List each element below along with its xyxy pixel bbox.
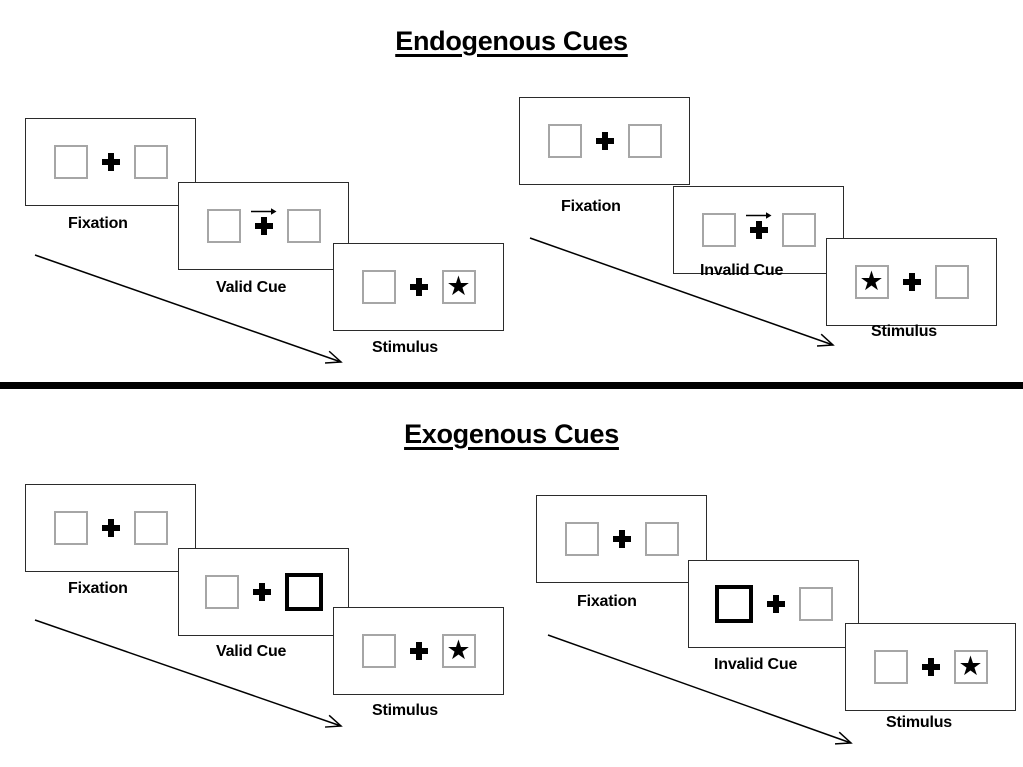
trial-frame-invalid-fixation [519,97,690,185]
star-icon: ★ [859,265,884,296]
stimulus-box-left [361,270,396,304]
frame-label-invalid-fixation: Fixation [577,593,637,610]
stimulus-box-right-cued [284,573,323,611]
frame-label-invalid-invalid-cue: Invalid Cue [700,262,784,279]
fixation-cross-icon [612,530,631,548]
frame-contents [26,485,195,571]
frame-contents: ★ [334,608,503,694]
stimulus-box-right [644,522,679,556]
trial-frame-invalid-invalid-cue [688,560,859,648]
stimulus-box-right [798,587,833,621]
fixation-cross-icon [409,278,428,296]
stimulus-box-left: ★ [854,265,889,299]
frame-contents [26,119,195,205]
frame-contents [520,98,689,184]
frame-label-valid-valid-cue: Valid Cue [216,279,287,296]
star-icon: ★ [446,634,471,665]
stimulus-box-left [53,511,88,545]
trial-frame-valid-valid-cue [178,182,349,270]
star-icon: ★ [958,650,983,681]
stimulus-box-left [873,650,908,684]
frame-label-valid-fixation: Fixation [68,580,128,597]
stimulus-box-left [204,575,239,609]
frame-label-valid-stimulus: Stimulus [372,702,438,719]
stimulus-box-right [286,209,321,243]
stimulus-box-left [547,124,582,158]
stimulus-box-left [361,634,396,668]
fixation-cross-icon [101,153,120,171]
stimulus-box-right [133,511,168,545]
stimulus-box-right [781,213,816,247]
trial-frame-valid-valid-cue [178,548,349,636]
trial-frame-invalid-stimulus: ★ [845,623,1016,711]
frame-contents [179,183,348,269]
fixation-cross-icon [921,658,940,676]
star-icon: ★ [446,270,471,301]
stimulus-box-right [133,145,168,179]
trial-frame-invalid-fixation [536,495,707,583]
trial-frame-valid-stimulus: ★ [333,607,504,695]
stimulus-box-right: ★ [441,634,476,668]
fixation-cross-icon [745,212,771,239]
frame-label-valid-fixation: Fixation [68,215,128,232]
trial-frame-valid-stimulus: ★ [333,243,504,331]
frame-label-invalid-fixation: Fixation [561,198,621,215]
trial-frame-invalid-invalid-cue [673,186,844,274]
stimulus-box-right: ★ [441,270,476,304]
fixation-cross-icon [409,642,428,660]
frame-contents [689,561,858,647]
fixation-cross-icon [766,595,785,613]
section-title-1: Exogenous Cues [404,419,619,449]
stimulus-box-left-cued [714,585,753,623]
stimulus-box-left [564,522,599,556]
frame-contents [674,187,843,273]
fixation-cross-icon [902,273,921,291]
frame-label-valid-stimulus: Stimulus [372,339,438,356]
trial-frame-invalid-stimulus: ★ [826,238,997,326]
stimulus-box-left [701,213,736,247]
frame-contents [179,549,348,635]
frame-label-invalid-invalid-cue: Invalid Cue [714,656,798,673]
frame-label-invalid-stimulus: Stimulus [886,714,952,731]
fixation-cross-icon [250,208,276,235]
fixation-cross-icon [252,583,271,601]
arrow-cue-icon [250,203,277,215]
fixation-cross-icon [101,519,120,537]
frame-label-valid-valid-cue: Valid Cue [216,643,287,660]
stimulus-box-right [934,265,969,299]
frame-contents [537,496,706,582]
trial-frame-valid-fixation [25,118,196,206]
stimulus-box-left [206,209,241,243]
stimulus-box-left [53,145,88,179]
arrow-cue-icon [745,207,772,219]
section-title-0: Endogenous Cues [395,26,628,56]
frame-contents: ★ [827,239,996,325]
frame-contents: ★ [846,624,1015,710]
fixation-cross-icon [595,132,614,150]
section-divider [0,382,1023,389]
frame-label-invalid-stimulus: Stimulus [871,323,937,340]
stimulus-box-right [627,124,662,158]
stimulus-box-right: ★ [953,650,988,684]
frame-contents: ★ [334,244,503,330]
trial-frame-valid-fixation [25,484,196,572]
